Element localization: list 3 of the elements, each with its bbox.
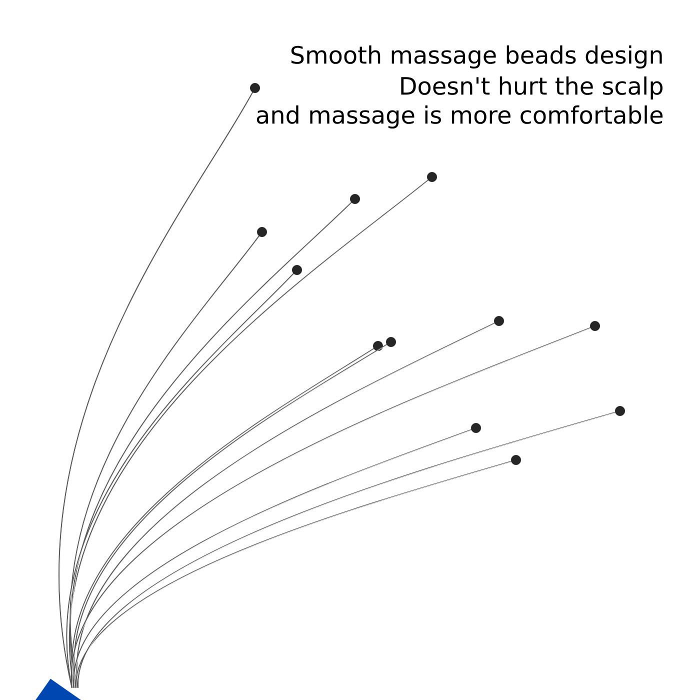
caption-text: Smooth massage beads design <box>291 45 662 69</box>
caption-text: and massage is more comfortable <box>256 105 663 129</box>
caption-text: Doesn't hurt the scalp <box>401 76 662 100</box>
